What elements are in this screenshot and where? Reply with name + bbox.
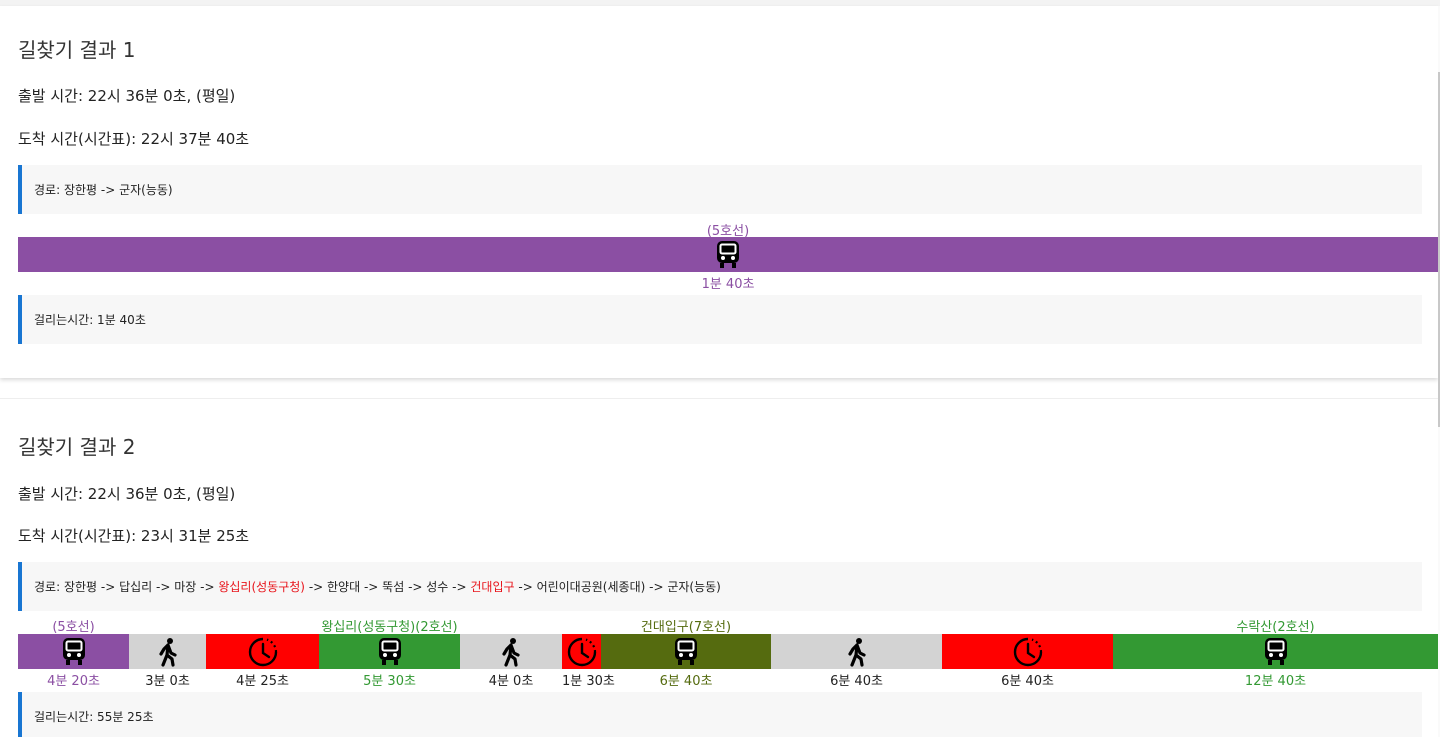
arrival-time: 도착 시간(시간표): 22시 37분 40초 — [18, 130, 250, 148]
segment-line-label: 건대입구(7호선) — [640, 620, 732, 635]
route-result-card-1: 길찾기 결과 1 출발 시간: 22시 36분 0초, (평일) 도착 시간(시… — [0, 6, 1438, 378]
route-summary: 경로: 장한평 -> 답십리 -> 마장 -> 왕십리(성동구청) -> 한양대… — [18, 562, 1422, 611]
wait-segment — [562, 634, 601, 669]
walking-icon — [844, 637, 870, 667]
route-prefix: 경로: — [34, 580, 64, 594]
clock-icon — [1011, 636, 1045, 668]
result-title: 길찾기 결과 2 — [18, 435, 136, 459]
segment-duration: 4분 25초 — [236, 674, 289, 689]
segment-duration: 6분 40초 — [659, 674, 713, 689]
scrollbar-thumb[interactable] — [1438, 72, 1440, 427]
route-arrow: -> — [404, 580, 427, 594]
clock-icon — [565, 636, 599, 668]
route-arrow: -> — [360, 580, 383, 594]
station-name: 군자(능동) — [119, 183, 173, 197]
station-name: 마장 — [174, 580, 197, 594]
top-strip — [0, 0, 1440, 6]
arrival-time: 도착 시간(시간표): 23시 31분 25초 — [18, 527, 250, 545]
station-name: 어린이대공원(세종대) — [536, 580, 646, 594]
walking-icon — [155, 637, 181, 667]
transfer-station: 왕십리(성동구청) — [218, 580, 305, 594]
subway-icon — [61, 637, 87, 667]
segment-duration: 1분 40초 — [701, 277, 755, 292]
total-duration: 걸리는시간: 55분 25초 — [18, 692, 1422, 737]
route-arrow: -> — [196, 580, 219, 594]
segment-duration: 1분 30초 — [562, 674, 615, 689]
route-arrow: -> — [305, 580, 328, 594]
station-name: 군자(능동) — [667, 580, 721, 594]
clock-icon — [246, 636, 280, 668]
segment-duration: 6분 40초 — [1001, 674, 1054, 689]
subway-icon — [377, 637, 403, 667]
wait-segment — [206, 634, 319, 669]
walk-segment — [460, 634, 562, 669]
result-title: 길찾기 결과 1 — [18, 38, 136, 62]
subway-segment — [1113, 634, 1438, 669]
segment-duration: 12분 40초 — [1244, 674, 1307, 689]
walking-icon — [498, 637, 524, 667]
wait-segment — [942, 634, 1113, 669]
departure-time: 출발 시간: 22시 36분 0초, (평일) — [18, 87, 236, 105]
station-name: 장한평 — [63, 183, 98, 197]
walk-segment — [129, 634, 206, 669]
route-arrow: -> — [97, 183, 120, 197]
station-name: 한양대 — [327, 580, 361, 594]
subway-icon — [1263, 637, 1289, 667]
route-arrow: -> — [645, 580, 668, 594]
subway-icon — [673, 637, 699, 667]
transfer-station: 건대입구 — [470, 580, 515, 594]
station-name: 장한평 — [63, 580, 98, 594]
route-arrow: -> — [514, 580, 537, 594]
subway-segment — [18, 237, 1438, 272]
segment-duration: 4분 0초 — [488, 674, 534, 689]
segment-duration: 3분 0초 — [145, 674, 190, 689]
walk-segment — [771, 634, 942, 669]
route-summary: 경로: 장한평 -> 군자(능동) — [18, 165, 1422, 214]
segment-line-label: 수락산(2호선) — [1236, 620, 1315, 635]
segment-line-label: 왕십리(성동구청)(2호선) — [321, 620, 458, 635]
route-arrow: -> — [448, 580, 471, 594]
station-name: 뚝섬 — [382, 580, 405, 594]
station-name: 답십리 — [119, 580, 153, 594]
departure-time: 출발 시간: 22시 36분 0초, (평일) — [18, 485, 236, 503]
route-prefix: 경로: — [34, 183, 64, 197]
subway-icon — [715, 240, 741, 270]
segment-duration: 5분 30초 — [363, 674, 416, 689]
subway-segment — [601, 634, 771, 669]
route-arrow: -> — [97, 580, 120, 594]
segment-duration: 4분 20초 — [47, 674, 100, 689]
subway-segment — [18, 634, 129, 669]
subway-segment — [319, 634, 460, 669]
segment-line-label: (5호선) — [52, 620, 95, 635]
route-result-card-2: 길찾기 결과 2 출발 시간: 22시 36분 0초, (평일) 도착 시간(시… — [0, 398, 1438, 737]
segment-duration: 6분 40초 — [830, 674, 883, 689]
segment-line-label: (5호선) — [706, 224, 750, 239]
station-name: 성수 — [426, 580, 449, 594]
total-duration: 걸리는시간: 1분 40초 — [18, 295, 1422, 344]
route-arrow: -> — [152, 580, 175, 594]
